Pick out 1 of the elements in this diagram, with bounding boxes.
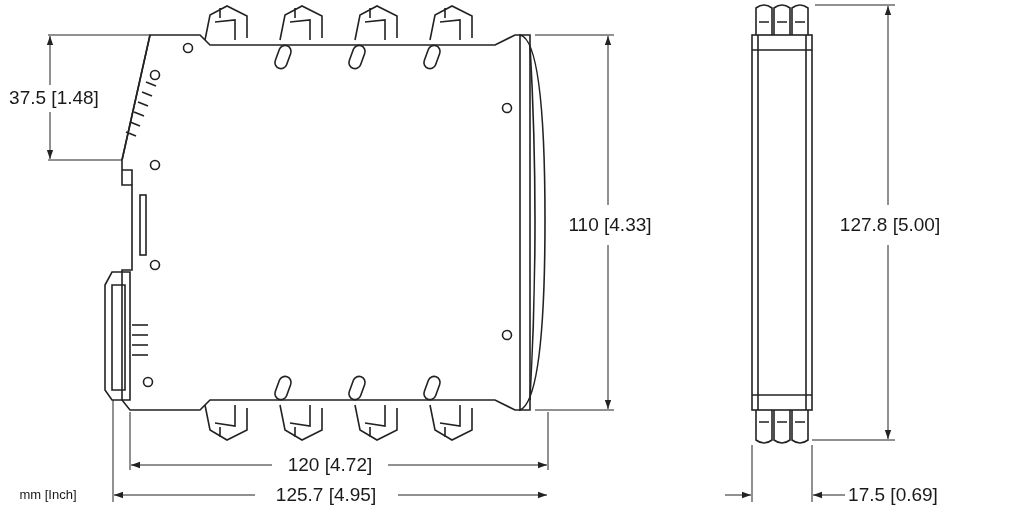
dimension-label: mm [Inch] [17, 487, 79, 503]
